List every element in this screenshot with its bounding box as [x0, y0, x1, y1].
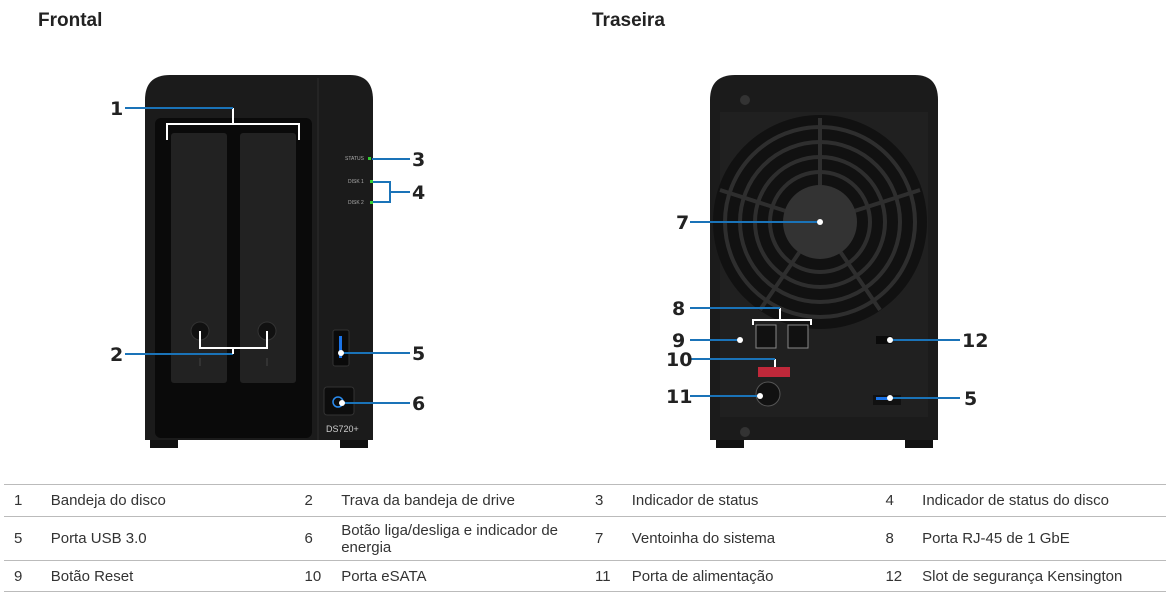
drive-tray-1 [171, 133, 227, 383]
callout-6: 6 [412, 393, 425, 415]
callout-5-rear: 5 [964, 388, 977, 410]
drive-tray-2 [240, 133, 296, 383]
power-port [755, 381, 781, 407]
callout-5: 5 [412, 343, 425, 365]
callout-7: 7 [676, 212, 689, 234]
rear-heading: Traseira [592, 10, 665, 31]
callout-12: 12 [962, 330, 988, 352]
status-led [368, 157, 371, 160]
power-button [323, 386, 355, 416]
svg-text:DISK 1: DISK 1 [348, 179, 364, 185]
front-heading: Frontal [38, 10, 103, 31]
callout-2: 2 [110, 344, 123, 366]
front-device: STATUS DISK 1 DISK 2 DS720+ [145, 75, 373, 448]
disk2-led [370, 201, 373, 204]
device-diagram: STATUS DISK 1 DISK 2 DS720+ 1 2 3 4 5 6 [110, 75, 988, 448]
callout-8: 8 [672, 298, 685, 320]
callout-10: 10 [666, 349, 692, 371]
callout-9: 9 [672, 330, 685, 352]
callout-1: 1 [110, 98, 123, 120]
callout-4: 4 [412, 182, 425, 204]
kensington-slot [876, 336, 892, 344]
callout-3: 3 [412, 149, 425, 171]
esata-port [758, 367, 790, 377]
model-label: DS720+ [326, 424, 359, 434]
svg-text:DISK 2: DISK 2 [348, 200, 364, 206]
rear-device [710, 75, 938, 448]
svg-text:STATUS: STATUS [345, 156, 365, 162]
callout-11: 11 [666, 386, 692, 408]
disk1-led [370, 180, 373, 183]
